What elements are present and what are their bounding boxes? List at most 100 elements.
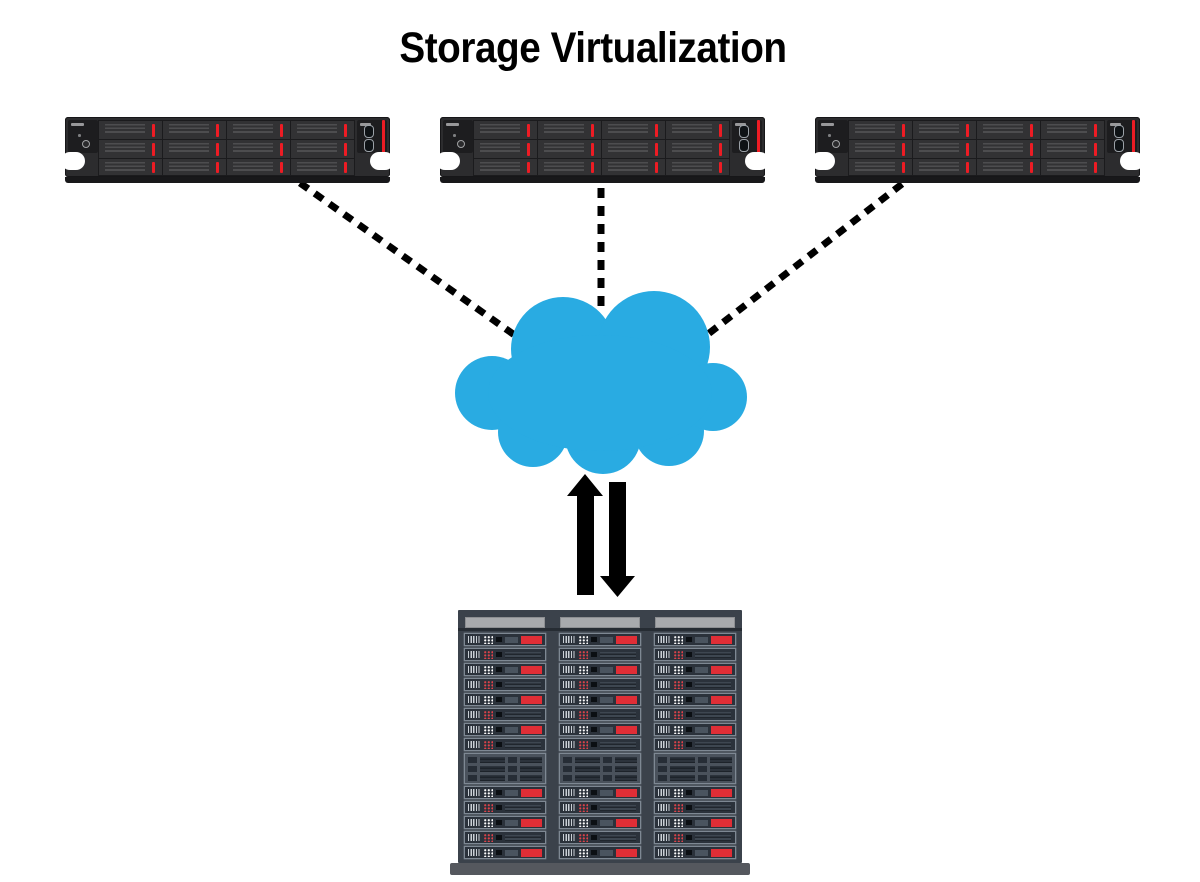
server-vent-grill — [468, 651, 481, 658]
server-blank-module — [695, 834, 731, 841]
drive-status-led — [526, 161, 530, 173]
drive-status-led — [654, 123, 658, 137]
server-module — [505, 726, 518, 733]
server-unit — [465, 649, 545, 660]
server-module — [600, 696, 613, 703]
server-drive-slot — [686, 804, 692, 810]
server-module — [695, 636, 708, 643]
drive-vent-lines — [544, 143, 584, 154]
drive-status-led — [343, 161, 347, 173]
drive-vent-lines — [233, 124, 273, 135]
patch-slot — [698, 766, 707, 772]
storage-array-2 — [436, 117, 769, 184]
server-module — [505, 636, 518, 643]
server-drive-slot — [591, 726, 597, 732]
server-unit — [655, 694, 735, 705]
server-drive-slot — [591, 789, 597, 795]
server-drive-slot — [591, 711, 597, 717]
drive-status-led — [1029, 161, 1033, 173]
server-vent-grill — [563, 726, 576, 733]
server-blank-module — [695, 804, 731, 811]
patch-slot — [520, 766, 542, 772]
drive-vent-lines — [1047, 124, 1087, 135]
server-leds — [484, 740, 493, 749]
server-vent-grill — [468, 681, 481, 688]
drive-bay — [537, 158, 602, 176]
vendor-logo — [446, 123, 459, 126]
rack-base — [450, 863, 750, 875]
server-unit — [560, 694, 640, 705]
patch-slot — [480, 757, 505, 763]
server-leds — [484, 818, 493, 827]
server-leds — [674, 710, 683, 719]
drive-status-led — [526, 142, 530, 156]
server-unit — [655, 649, 735, 660]
server-vent-grill — [563, 804, 576, 811]
server-leds — [674, 833, 683, 842]
drive-status-led — [1029, 123, 1033, 137]
drive-vent-lines — [919, 124, 959, 135]
server-blank-module — [695, 651, 731, 658]
server-module — [505, 696, 518, 703]
array-control-panel — [818, 120, 848, 153]
server-leds — [579, 695, 588, 704]
server-drive-slot — [591, 666, 597, 672]
server-module — [505, 666, 518, 673]
server-leds — [674, 803, 683, 812]
server-blank-module — [695, 711, 731, 718]
rack-divider — [458, 628, 742, 631]
drive-vent-lines — [983, 162, 1023, 171]
drive-vent-lines — [983, 143, 1023, 154]
server-hot-swap-tray — [616, 695, 637, 704]
server-hot-swap-tray — [521, 665, 542, 674]
drive-vent-lines — [105, 124, 145, 135]
drive-bay — [226, 120, 291, 140]
drive-vent-lines — [544, 124, 584, 135]
patch-slot — [710, 766, 732, 772]
server-blank-module — [600, 834, 636, 841]
drive-status-led — [343, 142, 347, 156]
patch-slot — [575, 766, 600, 772]
server-leds — [674, 635, 683, 644]
server-blank-module — [695, 681, 731, 688]
power-led — [453, 134, 456, 137]
server-vent-grill — [468, 849, 481, 856]
download-arrow-icon — [600, 482, 635, 597]
drive-bay — [848, 120, 913, 140]
server-leds — [484, 803, 493, 812]
patch-panel — [655, 754, 735, 783]
server-drive-slot — [591, 651, 597, 657]
storage-array-1 — [61, 117, 394, 184]
array-base — [65, 177, 390, 183]
drive-vent-lines — [105, 143, 145, 154]
server-module — [505, 819, 518, 826]
server-vent-grill — [658, 681, 671, 688]
server-drive-slot — [591, 819, 597, 825]
server-module — [695, 666, 708, 673]
server-blank-module — [600, 804, 636, 811]
drive-bay — [976, 139, 1041, 159]
server-vent-grill — [658, 636, 671, 643]
server-drive-slot — [496, 651, 502, 657]
rack-column — [655, 610, 735, 863]
server-drive-slot — [591, 849, 597, 855]
server-drive-slot — [686, 741, 692, 747]
server-vent-grill — [563, 681, 576, 688]
server-vent-grill — [658, 804, 671, 811]
server-rack — [450, 610, 750, 875]
server-blank-module — [600, 741, 636, 748]
cloud-icon — [455, 291, 747, 474]
server-hot-swap-tray — [711, 635, 732, 644]
drive-bay — [1040, 120, 1105, 140]
server-blank-module — [505, 834, 541, 841]
server-drive-slot — [496, 711, 502, 717]
server-leds — [484, 680, 493, 689]
drive-status-led — [343, 123, 347, 137]
server-module — [505, 849, 518, 856]
io-port — [1114, 125, 1124, 138]
upload-arrow-icon — [567, 474, 603, 595]
server-leds — [674, 818, 683, 827]
drive-vent-lines — [297, 143, 337, 154]
server-drive-slot — [686, 636, 692, 642]
rack-header-panel — [655, 617, 735, 628]
